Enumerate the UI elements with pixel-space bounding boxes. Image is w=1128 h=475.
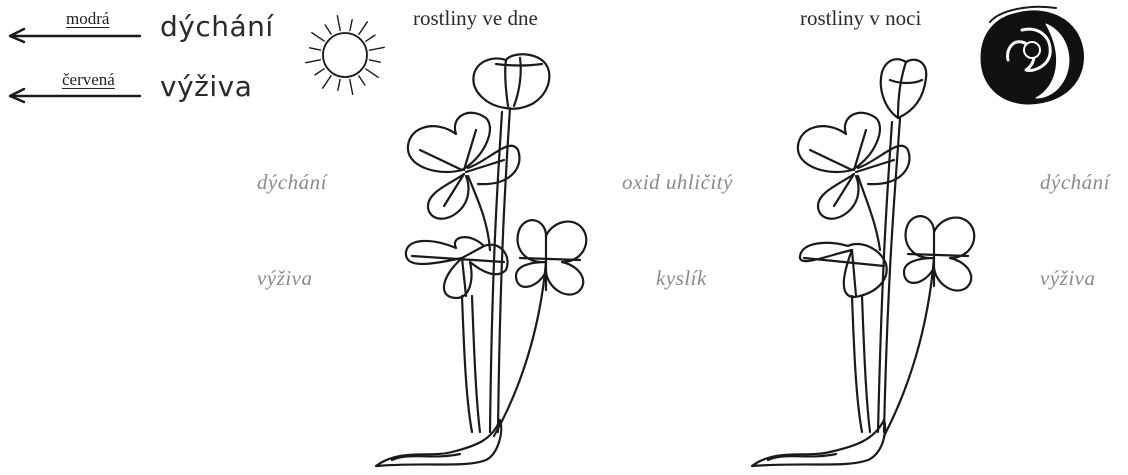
legend-arrow-red (10, 89, 140, 102)
sun-ray (366, 69, 378, 77)
sun-ray (359, 76, 365, 85)
sun-ray (350, 20, 352, 31)
legend-arrow-blue (10, 29, 140, 42)
sun-icon (306, 16, 385, 95)
night-plant-drawing (752, 59, 974, 466)
sun-ray (312, 33, 324, 41)
day-plant-drawing (376, 54, 586, 466)
moon-icon (982, 7, 1082, 103)
sun-ray (338, 80, 340, 91)
sun-ray (323, 76, 331, 88)
sun-ray (366, 35, 375, 41)
sun-ray (370, 60, 381, 62)
sun-ray (310, 48, 321, 50)
sun-ray (370, 47, 385, 50)
sun-ray (315, 69, 324, 75)
sun-ray (306, 60, 321, 63)
sun-ray (350, 80, 353, 95)
sun-ray (325, 25, 331, 34)
sun-ray (337, 16, 340, 31)
sun-ray (359, 22, 367, 34)
